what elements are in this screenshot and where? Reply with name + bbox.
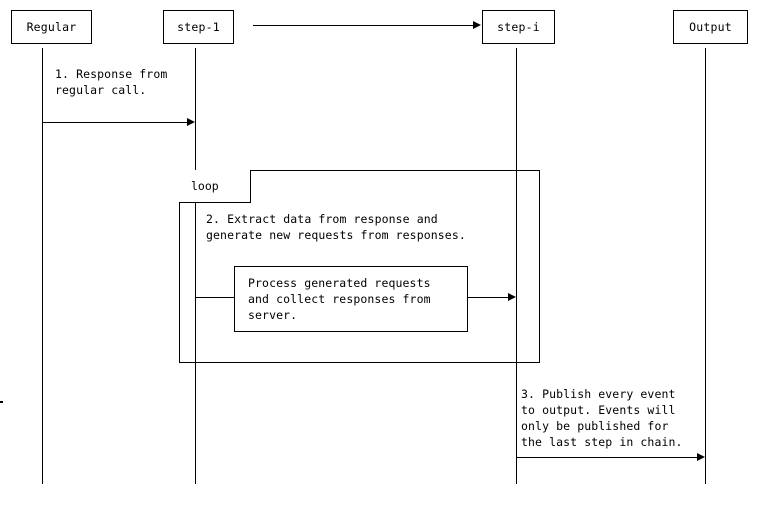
page-edge-artifact — [0, 401, 3, 403]
process-action-line-2: and collect responses from — [248, 292, 431, 306]
message-3-label-line-3: only be published for — [521, 419, 669, 433]
lifeline-output — [705, 48, 706, 484]
loop-fragment-operator-label[interactable]: loop — [179, 170, 251, 203]
lifeline-step-i — [516, 48, 517, 484]
process-action-box[interactable]: Process generated requests and collect re… — [234, 266, 468, 332]
message-3-label-line-4: the last step in chain. — [521, 435, 683, 449]
message-3-label-line-2: to output. Events will — [521, 403, 676, 417]
process-action-line-1: Process generated requests — [248, 276, 431, 290]
message-chain-arrow-line — [253, 25, 475, 26]
process-action-inbound-line — [195, 297, 235, 298]
participant-output[interactable]: Output — [673, 10, 748, 44]
process-action-line-3: server. — [248, 308, 298, 322]
participant-step-1[interactable]: step-1 — [163, 10, 234, 44]
message-1-label-line-2: regular call. — [55, 83, 147, 97]
message-1-label-line-1: 1. Response from — [55, 67, 168, 81]
message-1-arrowhead — [187, 118, 195, 126]
participant-step-i[interactable]: step-i — [482, 10, 555, 44]
loop-fragment-note-line-1: 2. Extract data from response and — [206, 212, 438, 226]
message-3-arrowhead — [697, 453, 705, 461]
loop-fragment-frame — [179, 170, 540, 363]
lifeline-step-1 — [195, 48, 196, 484]
lifeline-regular — [42, 48, 43, 484]
message-chain-arrowhead — [473, 21, 481, 29]
process-action-outbound-arrowhead — [508, 293, 516, 301]
message-3-label-line-1: 3. Publish every event — [521, 387, 676, 401]
message-3-arrow-line — [516, 457, 698, 458]
message-1-arrow-line — [42, 122, 188, 123]
participant-regular[interactable]: Regular — [11, 10, 92, 44]
process-action-outbound-line — [468, 297, 509, 298]
loop-fragment-note-line-2: generate new requests from responses. — [206, 228, 466, 242]
